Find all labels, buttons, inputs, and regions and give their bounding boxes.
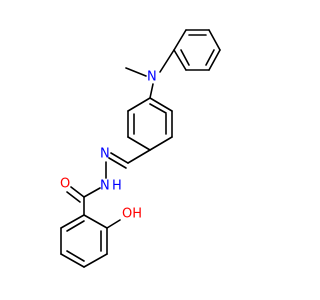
amide-hydrogen-label: H xyxy=(112,179,122,194)
bond-c-o xyxy=(70,186,85,198)
bond-inner xyxy=(66,220,85,232)
bond xyxy=(173,29,187,51)
bond xyxy=(149,136,173,151)
bond xyxy=(127,149,151,164)
bond-n-ring xyxy=(149,83,154,99)
bond-ch-n xyxy=(110,152,129,164)
amine-nitrogen-label: N xyxy=(147,70,157,85)
amide-nitrogen-label: N xyxy=(100,179,110,194)
bond-n-c xyxy=(83,187,101,198)
bond-inner xyxy=(205,49,215,66)
bond xyxy=(149,97,173,112)
bond xyxy=(173,49,187,71)
hydroxyl-group: OH xyxy=(106,207,142,229)
bond-ch-n-double xyxy=(108,157,127,169)
hydroxyl-label: OH xyxy=(122,207,142,222)
phenyl-ring-top xyxy=(173,29,221,71)
phenyl-ring-middle xyxy=(127,97,173,151)
chemical-structure-diagram: N N N H O xyxy=(60,29,221,268)
bond-c-o-double xyxy=(66,191,81,203)
bond-inner xyxy=(149,103,167,114)
phenyl-ring-bottom xyxy=(60,214,108,268)
bond xyxy=(60,214,85,229)
bond xyxy=(127,97,151,112)
carbonyl-oxygen-label: O xyxy=(60,177,70,192)
bond xyxy=(83,253,108,268)
bond-c-oh xyxy=(106,219,121,229)
hydrazone-linker: N N H xyxy=(100,147,151,194)
n-methyl-amine-group: N xyxy=(125,49,175,99)
bond xyxy=(60,253,85,268)
bond xyxy=(83,214,108,229)
bond-inner xyxy=(66,250,85,262)
carbonyl-group: O xyxy=(60,177,101,216)
bond xyxy=(127,136,151,151)
bond-n-phenyl xyxy=(159,49,175,73)
imine-nitrogen-label: N xyxy=(100,147,110,162)
bond-n-methyl xyxy=(125,67,147,77)
bond xyxy=(208,49,221,71)
bond xyxy=(208,29,221,51)
bond-inner xyxy=(180,49,190,66)
